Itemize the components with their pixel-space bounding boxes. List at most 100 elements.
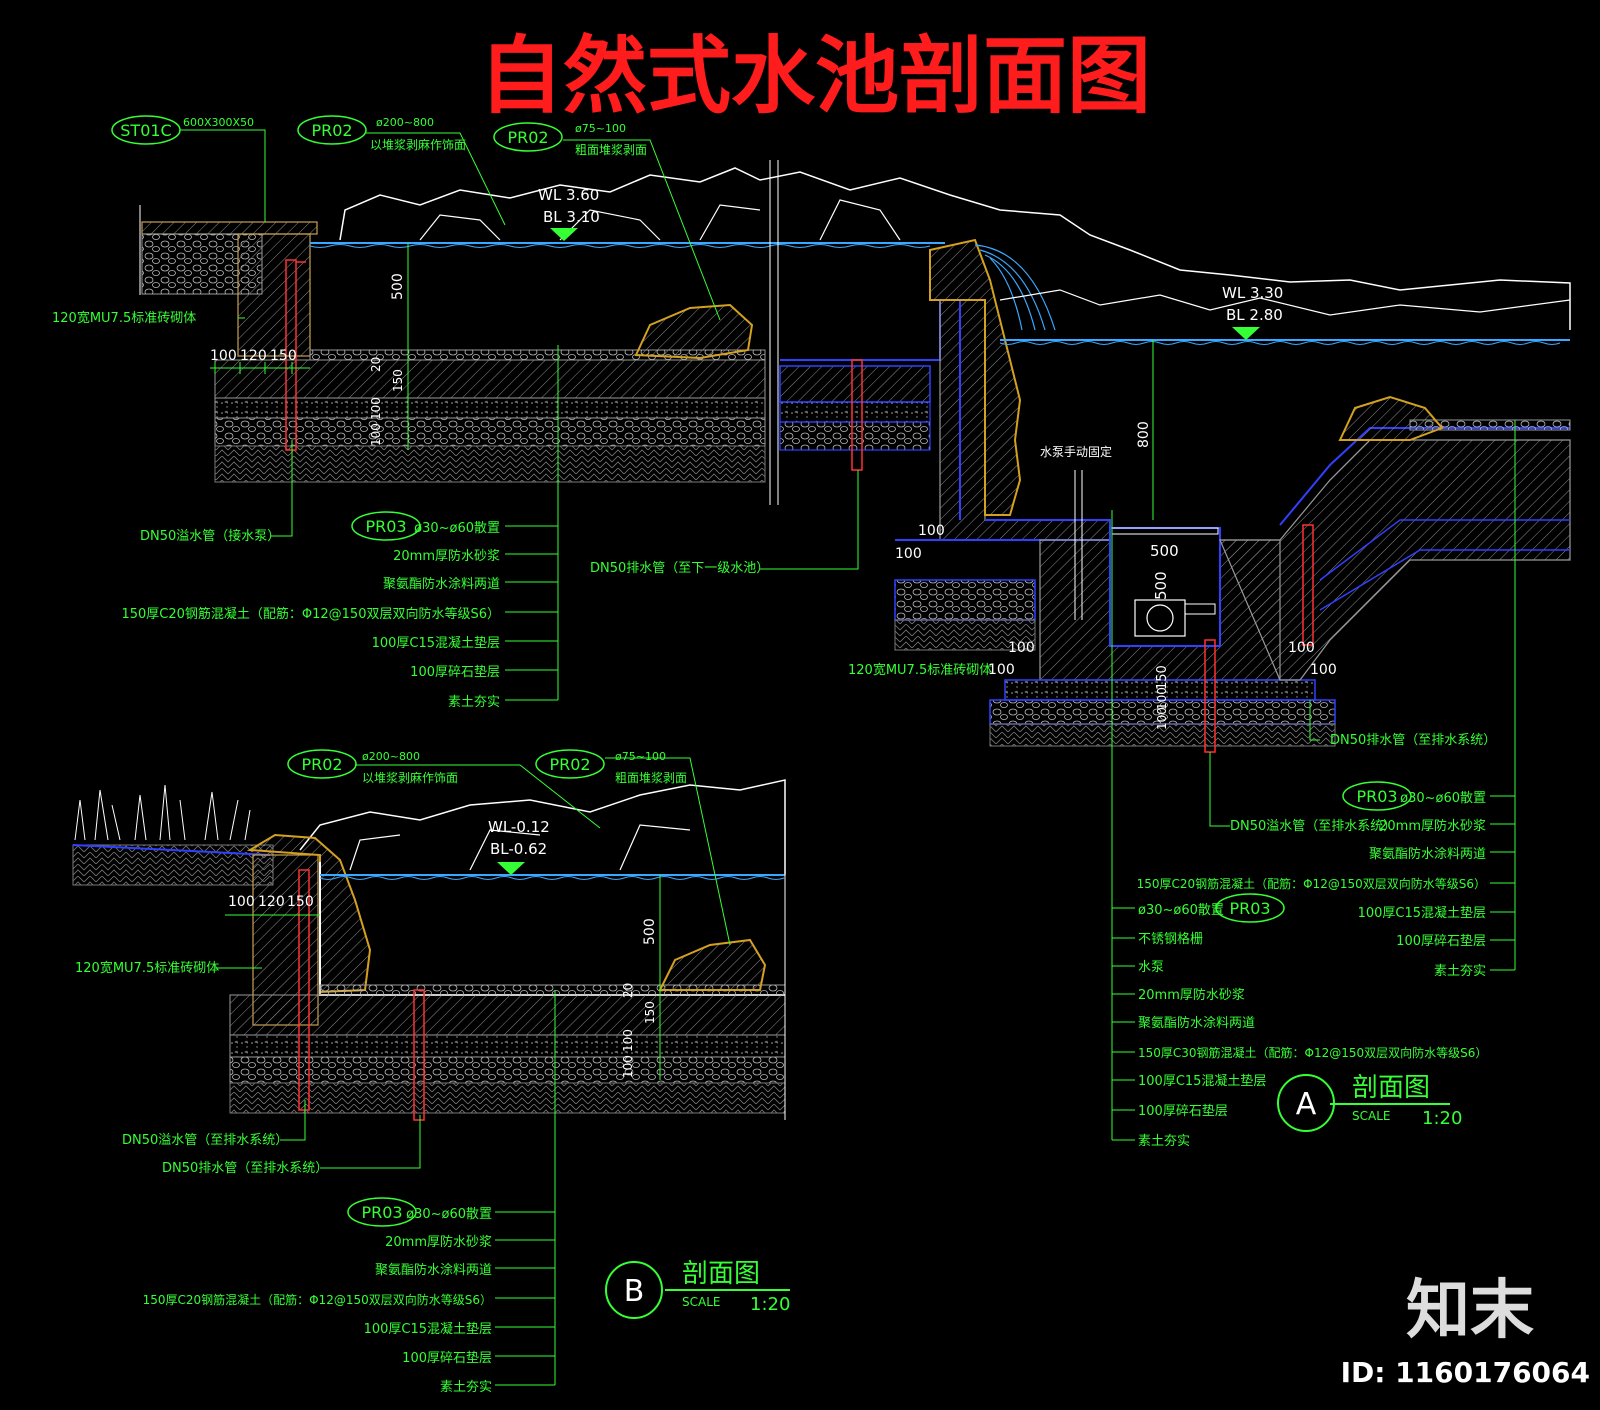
brand-id: ID: 1160176064 [1341,1356,1590,1389]
marker-a-scale: 1:20 [1422,1108,1462,1129]
b-dim-20: 20 [621,983,635,998]
b-dim-100: 100 [228,894,255,910]
tag-pr02-a2: PR02 [507,128,548,147]
tag-pr02-b2-note2: 粗面堆浆剥面 [615,770,687,785]
tag-pr02-a1-note: ø200~800 [376,116,434,129]
marker-b-scale-word: SCALE [682,1295,720,1309]
a-bottom-layer-6: 100厚C15混凝土垫层 [1138,1073,1266,1089]
annotation-leaders [180,129,1515,1386]
a-right-layer-2: 聚氨酯防水涂料两道 [1369,846,1486,862]
a-dim-150v: 150 [391,369,405,392]
b-dim-100v1: 100 [621,1055,635,1078]
b-layer-5: 100厚碎石垫层 [402,1350,492,1366]
coping-stone [141,221,318,235]
sump-pit [1109,527,1221,647]
a-pipe-right: DN50排水管（至排水系统） [1330,733,1496,748]
a-bottom-layer-2: 水泵 [1138,960,1164,975]
overflow-pipe-a [285,259,297,451]
a-right-layer-5: 100厚碎石垫层 [1396,933,1486,949]
marker-b-letter: B [624,1274,645,1309]
a-dim-120: 120 [240,348,267,364]
a-pipe-mid: DN50排水管（至下一级水池） [590,561,769,576]
marker-b-label: 剖面图 [682,1259,760,1289]
a-dim-100v2: 100 [369,397,383,420]
a-left-layer-0: ø30~ø60散置 [414,521,500,536]
pipe-right [1302,524,1314,646]
tag-pr02-b1-note: ø200~800 [362,750,420,763]
boulder-right [1338,395,1444,441]
section-b-pool [72,779,786,1121]
tag-st01c-note: 600X300X50 [183,116,254,129]
b-dim-500: 500 [642,918,658,945]
tag-pr02-b2-note: ø75~100 [615,750,666,763]
b-wl: WL-0.12 [488,818,550,836]
left-wall [237,233,311,357]
tag-pr02-b1-note2: 以堆浆剥麻作饰面 [362,770,458,785]
b-layer-4: 100厚C15混凝土垫层 [364,1321,492,1337]
drain-pipe-mid [851,359,863,471]
a-left-layer-1: 20mm厚防水砂浆 [393,548,500,564]
rock-cascade [929,238,1022,516]
a-left-layer-4: 100厚C15混凝土垫层 [372,635,500,651]
section-a-middle [779,238,1111,541]
a-dim-r2: 100 [895,546,922,562]
a-bottom-layer-3: 20mm厚防水砂浆 [1138,987,1245,1003]
a-left-layer-6: 素土夯实 [448,695,500,710]
marker-a-letter: A [1296,1087,1317,1122]
a-right-layer-6: 素土夯实 [1434,964,1486,979]
a-wall-note2: 120宽MU7.5标准砖砌体 [848,662,992,678]
b-dim-100v2: 100 [621,1029,635,1052]
b-layer-code: PR03 [361,1203,402,1222]
upper-bl: BL 3.10 [543,208,600,226]
rc-slab [214,359,766,399]
soil-layer [214,445,766,483]
b-layer-2: 聚氨酯防水涂料两道 [375,1262,492,1278]
boulder-upper [634,303,754,360]
a-left-layer-5: 100厚碎石垫层 [410,664,500,680]
a-pipe-left: DN50溢水管（接水泵） [140,528,280,544]
a-right-layer-4: 100厚C15混凝土垫层 [1358,905,1486,921]
a-dim-r9: 100 [1155,707,1169,730]
a-right-layer-code: PR03 [1356,787,1397,806]
overflow-pipe-b [298,869,310,1111]
marker-b-scale: 1:20 [750,1294,790,1315]
a-pipe-right2: DN50溢水管（至排水系统） [1230,819,1396,834]
a-bottom-layer-8: 素土夯实 [1138,1134,1190,1149]
a-dim-20: 20 [369,357,383,372]
a-left-layer-code: PR03 [365,517,406,536]
a-bottom-layer-0: ø30~ø60散置 [1138,903,1224,918]
tag-ovals [111,115,1412,1319]
level-marker-lower [1232,327,1260,340]
tag-pr02-b1: PR02 [301,755,342,774]
a-dim-800: 800 [1136,421,1152,448]
tag-pr02-b2: PR02 [549,755,590,774]
tag-pr02-a1-note2: 以堆浆剥麻作饰面 [370,137,466,152]
upper-wl: WL 3.60 [538,186,599,204]
b-bl: BL-0.62 [490,840,547,858]
retaining-wall [939,299,1111,541]
a-left-layer-3: 150厚C20钢筋混凝土（配筋：Φ12@150双层双向防水等级S6） [121,606,500,622]
pump-fix-note: 水泵手动固定 [1040,444,1112,459]
a-dim-r7: 150 [1155,665,1170,690]
level-marker-upper [550,228,578,241]
b-pipe2: DN50排水管（至排水系统） [162,1161,328,1176]
a-right-layer-0: ø30~ø60散置 [1400,791,1486,806]
a-dim-100: 100 [210,348,237,364]
a-bottom-layer-7: 100厚碎石垫层 [1138,1103,1228,1119]
b-layer-3: 150厚C20钢筋混凝土（配筋：Φ12@150双层双向防水等级S6） [143,1292,492,1307]
b-dim-150v: 150 [643,1001,657,1024]
b-dim-150: 150 [287,894,314,910]
level-marker-b [497,862,525,875]
a-bottom-layer-4: 聚氨酯防水涂料两道 [1138,1015,1255,1031]
grass [74,784,251,841]
a-dim-box-w: 500 [1150,542,1179,560]
b-layer-6: 素土夯实 [440,1380,492,1395]
brand-logo: 知末 [1406,1274,1534,1348]
b-layer-0: ø30~ø60散置 [406,1207,492,1222]
a-right-layer-1: 20mm厚防水砂浆 [1379,818,1486,834]
boulder-b [658,938,767,991]
a-dim-r5: 100 [1288,640,1315,656]
rockwork-outline [339,167,1571,330]
page-title: 自然式水池剖面图 [479,27,1151,125]
